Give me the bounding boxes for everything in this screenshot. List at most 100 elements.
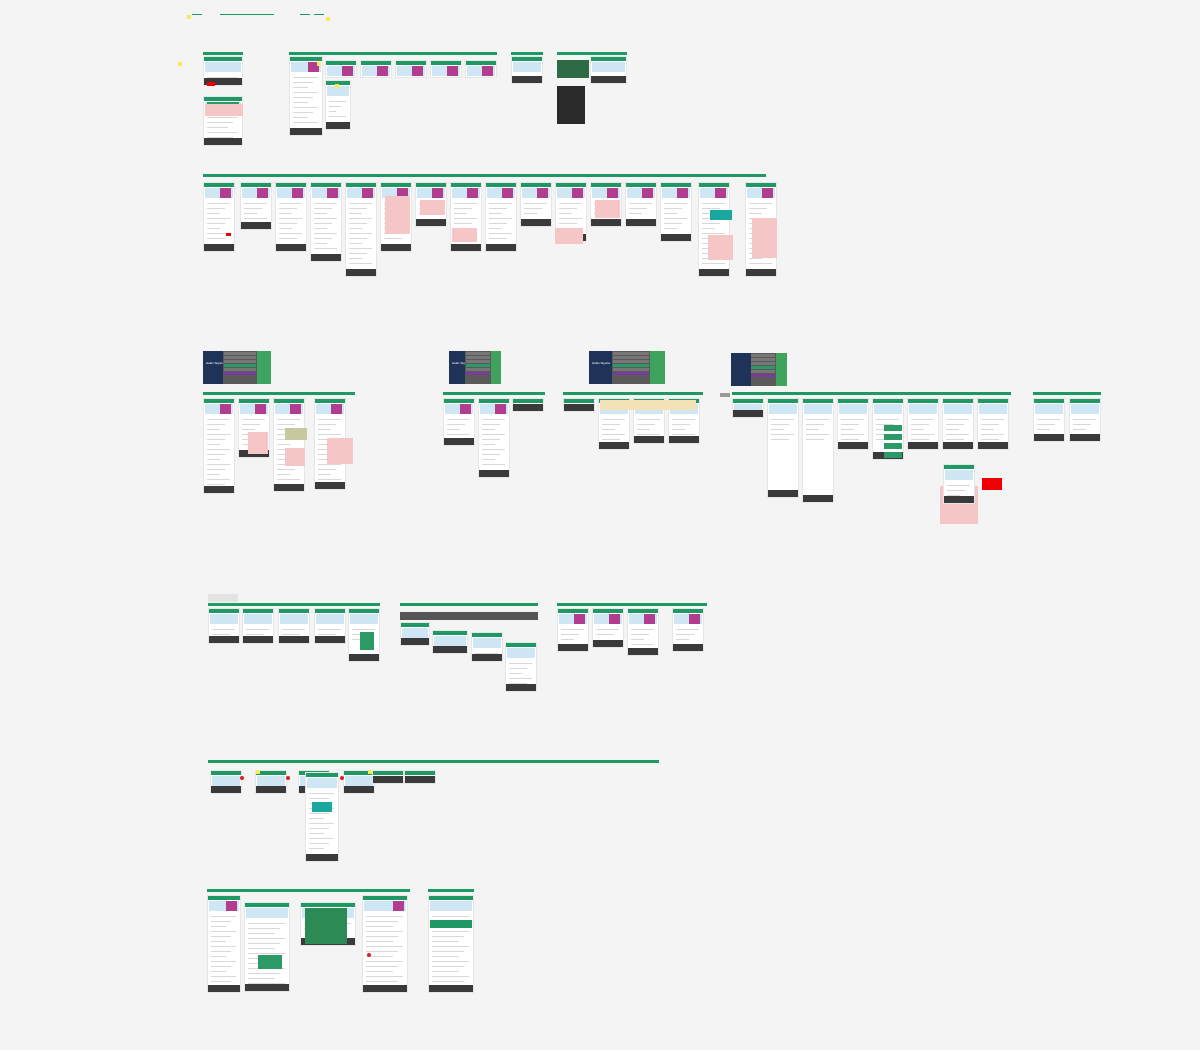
content-line: [559, 213, 572, 214]
page-frame[interactable]: [208, 608, 240, 644]
mega-menu-item[interactable]: [613, 352, 649, 355]
mega-menu-item[interactable]: [466, 360, 490, 363]
page-frame[interactable]: [289, 56, 323, 136]
page-frame[interactable]: [305, 772, 339, 862]
page-frame[interactable]: [563, 398, 595, 412]
page-frame[interactable]: [505, 642, 537, 692]
hero-banner: [522, 188, 550, 198]
page-frame[interactable]: [837, 398, 869, 450]
page-frame[interactable]: [428, 895, 474, 993]
page-frame[interactable]: [240, 182, 272, 230]
page-frame[interactable]: [672, 608, 704, 652]
page-frame[interactable]: [557, 608, 589, 652]
mega-menu-cta[interactable]: [650, 351, 665, 384]
page-frame[interactable]: [343, 770, 375, 794]
mega-menu-item[interactable]: [613, 368, 649, 371]
page-frame[interactable]: [465, 60, 497, 78]
mega-menu-item[interactable]: [224, 356, 256, 359]
page-frame[interactable]: [325, 60, 357, 78]
page-frame[interactable]: [1069, 398, 1101, 442]
page-frame[interactable]: [210, 770, 242, 794]
page-frame[interactable]: [395, 60, 427, 78]
page-frame[interactable]: [207, 895, 241, 993]
mega-menu-cta[interactable]: [491, 351, 501, 384]
mega-menu-item[interactable]: [466, 372, 490, 375]
page-frame[interactable]: [478, 398, 510, 478]
page-frame[interactable]: [310, 182, 342, 262]
page-frame[interactable]: [244, 902, 290, 992]
page-frame[interactable]: [512, 398, 544, 412]
page-frame[interactable]: [360, 60, 392, 78]
frame-topbar: [315, 399, 345, 403]
page-frame[interactable]: [802, 398, 834, 503]
mega-menu-item[interactable]: [224, 364, 256, 367]
mega-menu-items[interactable]: [223, 351, 257, 384]
page-frame[interactable]: [400, 622, 430, 646]
page-frame[interactable]: [203, 398, 235, 494]
mega-menu-cta[interactable]: [776, 353, 787, 386]
page-frame[interactable]: [660, 182, 692, 242]
frame-topbar: [661, 183, 691, 187]
page-frame[interactable]: [592, 608, 624, 648]
mega-menu-item[interactable]: [613, 356, 649, 359]
mega-menu-item[interactable]: [749, 358, 775, 361]
page-frame[interactable]: [907, 398, 939, 450]
page-frame[interactable]: [314, 608, 346, 644]
content-line: [207, 439, 225, 440]
mega-menu-item[interactable]: [224, 368, 256, 371]
mega-menu-item[interactable]: [466, 352, 490, 355]
mega-menu-item[interactable]: [749, 374, 775, 377]
mega-menu-yatirimci[interactable]: Hakkı Sigorta: [449, 351, 501, 384]
mega-menu-item[interactable]: [466, 364, 490, 367]
page-frame[interactable]: [404, 770, 436, 784]
mega-menu-item[interactable]: [224, 372, 256, 375]
page-frame[interactable]: [590, 56, 627, 84]
mega-menu-cta[interactable]: [257, 351, 271, 384]
mega-menu-item[interactable]: [749, 366, 775, 369]
mega-menu-kurumsal[interactable]: Hakkı Sigorta: [203, 351, 271, 384]
page-frame[interactable]: [511, 56, 543, 84]
page-frame[interactable]: [942, 398, 974, 450]
page-frame[interactable]: [627, 608, 659, 656]
page-frame[interactable]: [203, 56, 243, 86]
page-frame[interactable]: [698, 182, 730, 277]
mega-menu-item[interactable]: [749, 362, 775, 365]
page-frame[interactable]: [977, 398, 1009, 450]
page-frame[interactable]: [520, 182, 552, 227]
mega-menu-item[interactable]: [224, 360, 256, 363]
page-frame[interactable]: [1033, 398, 1065, 442]
page-frame[interactable]: [372, 770, 404, 784]
page-frame[interactable]: [203, 182, 235, 252]
mega-menu-item[interactable]: [749, 370, 775, 373]
page-frame[interactable]: [362, 895, 408, 993]
page-frame[interactable]: [432, 630, 468, 654]
mega-menu-items[interactable]: [465, 351, 491, 384]
mega-menu-item[interactable]: [224, 352, 256, 355]
mega-menu-items[interactable]: [612, 351, 650, 384]
mega-menu-sirket[interactable]: Hakkı Sigorta: [589, 351, 665, 384]
page-frame[interactable]: [242, 608, 274, 644]
page-frame[interactable]: [625, 182, 657, 227]
mega-menu-items[interactable]: [748, 353, 776, 386]
page-frame[interactable]: [443, 398, 475, 446]
page-frame[interactable]: [943, 464, 975, 504]
page-frame[interactable]: [732, 398, 764, 418]
page-frame[interactable]: [325, 80, 351, 130]
page-frame[interactable]: [273, 398, 305, 492]
mega-menu-item[interactable]: [749, 354, 775, 357]
page-frame[interactable]: [255, 770, 287, 794]
page-frame[interactable]: [345, 182, 377, 277]
page-frame[interactable]: [767, 398, 799, 498]
content-line: [318, 459, 331, 460]
page-frame[interactable]: [278, 608, 310, 644]
mega-menu-item[interactable]: [466, 368, 490, 371]
page-frame[interactable]: [275, 182, 307, 252]
mega-menu-item[interactable]: [613, 364, 649, 367]
page-frame[interactable]: [485, 182, 517, 252]
mega-menu-item[interactable]: [466, 356, 490, 359]
page-frame[interactable]: [471, 632, 503, 662]
mega-menu-item[interactable]: [613, 372, 649, 375]
mega-menu-item[interactable]: [613, 360, 649, 363]
page-frame[interactable]: [430, 60, 462, 78]
